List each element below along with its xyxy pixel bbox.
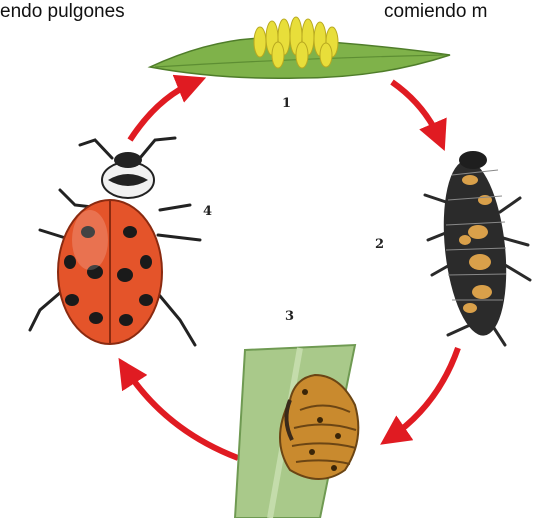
eggs-on-leaf-illustration [147, 16, 451, 80]
arrow-adult-to-eggs [127, 74, 207, 142]
stage-number-4: 4 [203, 204, 212, 219]
larva-illustration [423, 151, 532, 347]
caption-right: comiendo m [384, 1, 488, 22]
stage-number-3: 3 [285, 309, 294, 324]
caption-left: endo pulgones [0, 1, 125, 22]
adult-ladybug-illustration [28, 136, 202, 347]
stage-number-1: 1 [282, 96, 291, 111]
arrow-pupa-to-adult [118, 357, 240, 461]
arrow-larva-to-pupa [380, 347, 461, 445]
arrow-eggs-to-larva [390, 79, 447, 152]
pupa-illustration [233, 343, 360, 518]
stage-number-2: 2 [375, 237, 384, 252]
